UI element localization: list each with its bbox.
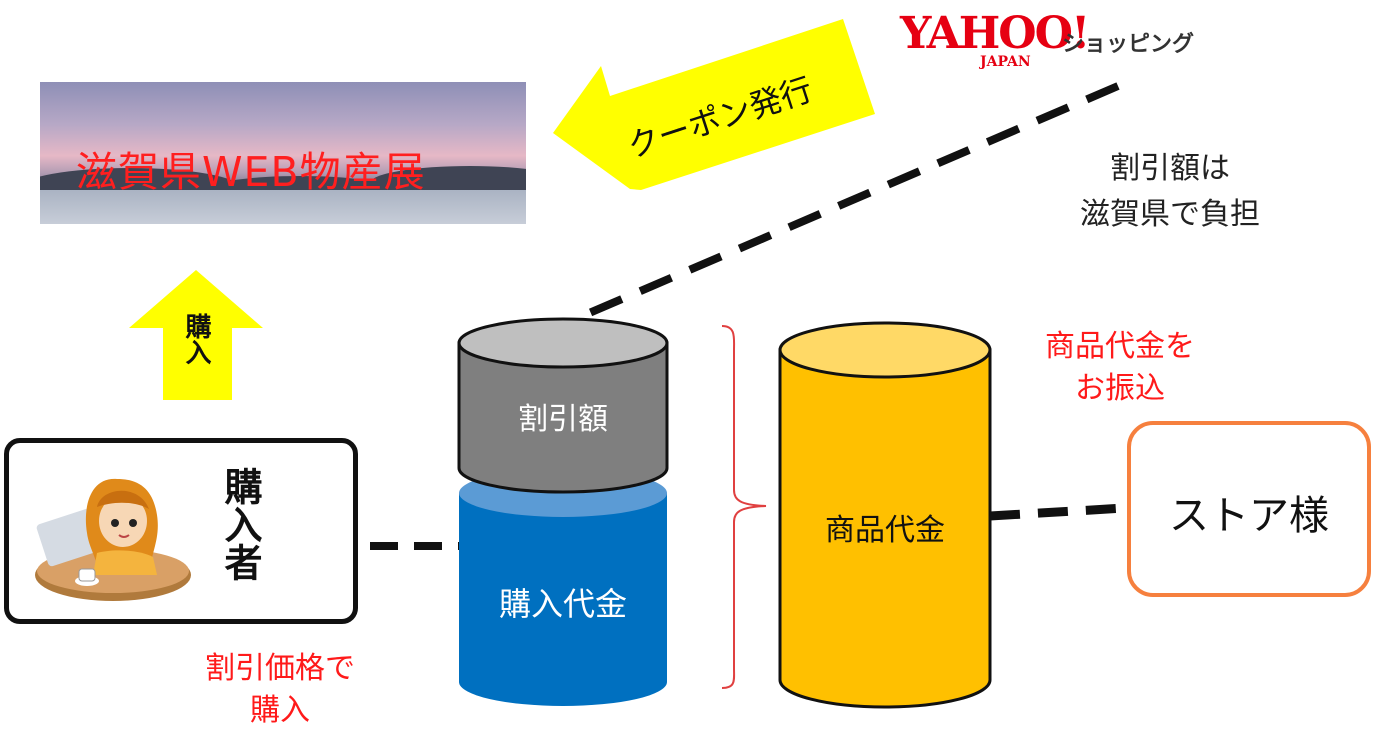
yahoo-logo-word: YAHOO! (900, 8, 1090, 59)
buyer-illustration-icon (35, 478, 191, 601)
transfer-line-2: お振込 (1075, 371, 1165, 406)
store-label: ストア様 (1169, 493, 1329, 539)
banner-title: 滋賀県WEB物産展 (76, 148, 426, 196)
discount-burden-note: 割引額は 滋賀県で負担 (1040, 146, 1300, 238)
grouping-brace (721, 325, 767, 689)
product-price-label: 商品代金 (825, 513, 945, 548)
note-line-2: 滋賀県で負担 (1080, 197, 1260, 232)
discount-note-line-2: 購入 (250, 693, 310, 728)
transfer-note: 商品代金を お振込 (1010, 326, 1230, 410)
buyer-label: 購入者 (218, 467, 262, 581)
buyer-box: 購入者 (4, 438, 358, 624)
yahoo-shopping-logo: YAHOO! JAPAN ショッピング (900, 8, 1194, 70)
banner-image: 滋賀県WEB物産展 (40, 82, 526, 224)
purchase-price-label: 購入代金 (498, 585, 627, 623)
yahoo-connector-line (571, 82, 1120, 324)
purchase-arrow-label: 購入 (181, 313, 211, 365)
discount-cylinder (457, 317, 669, 494)
purchase-arrow-shape (129, 270, 263, 400)
coupon-arrow: クーポン発行 (553, 19, 875, 190)
yahoo-logo-japan: JAPAN (980, 54, 1031, 70)
note-line-1: 割引額は (1110, 151, 1230, 186)
store-box: ストア様 (1127, 421, 1371, 597)
product-price-cylinder (778, 321, 992, 709)
discount-purchase-note: 割引価格で 購入 (180, 648, 380, 732)
yahoo-logo-service: ショッピング (1062, 32, 1195, 57)
transfer-line-1: 商品代金を (1045, 329, 1195, 364)
discount-note-line-1: 割引価格で (205, 651, 355, 686)
store-connector-line (989, 503, 1126, 521)
discount-cylinder-label: 割引額 (518, 402, 608, 437)
coupon-arrow-shape (553, 19, 875, 190)
